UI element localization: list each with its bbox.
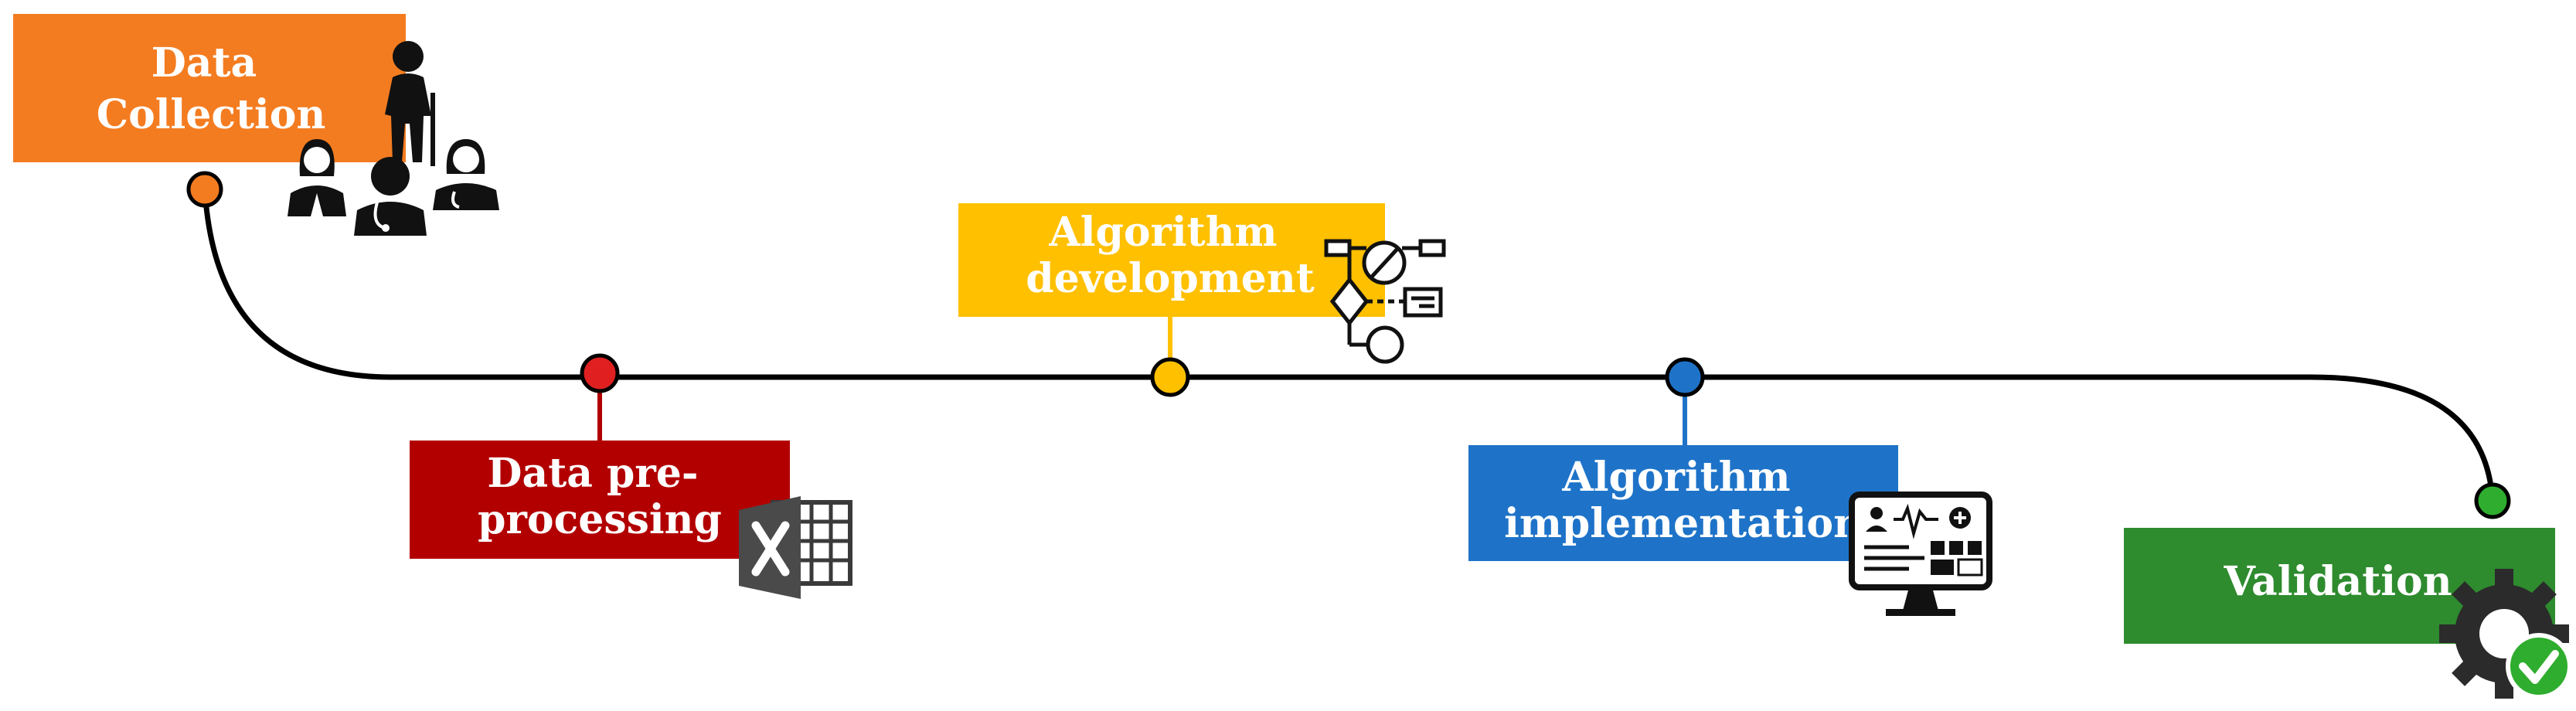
stage-box-data-collection xyxy=(13,14,406,162)
stage-data-preprocessing: Data pre- processing xyxy=(410,353,852,599)
timeline-node-data-collection xyxy=(186,171,223,208)
stage-title-line: Collection xyxy=(97,91,326,138)
stage-box-data-preprocessing xyxy=(410,441,790,559)
timeline-node-validation xyxy=(2474,482,2511,519)
patients-and-clinicians-icon xyxy=(288,41,499,236)
stage-validation: Validation xyxy=(2124,482,2572,699)
stage-algorithm-implementation: Algorithm implementation xyxy=(1468,357,1992,616)
svg-text:Algorithm implementation: Algorithm implementation xyxy=(1504,454,1863,547)
stage-box-algorithm-development xyxy=(958,203,1385,317)
stage-title-line: Algorithm xyxy=(1048,209,1277,256)
monitor-dashboard-icon xyxy=(1849,492,1992,616)
stage-title-line: Data xyxy=(151,39,257,87)
stage-title-line: Validation xyxy=(2223,558,2452,605)
stage-title-line: implementation xyxy=(1504,500,1863,547)
stage-title-line: processing xyxy=(478,496,722,543)
stage-data-collection: Data Collection xyxy=(13,14,499,236)
spreadsheet-x-icon xyxy=(739,496,852,599)
svg-text:Validation: Validation xyxy=(2223,558,2452,605)
svg-text:Data Collection: Data Collection xyxy=(97,39,326,138)
svg-text:Data pre- processing: Data pre- processing xyxy=(478,450,722,543)
stage-title-line: Algorithm xyxy=(1561,454,1790,501)
svg-text:Algorithm development: Algorithm development xyxy=(1026,209,1314,302)
gear-check-icon xyxy=(2439,569,2572,699)
timeline-node-algorithm-development xyxy=(1150,357,1190,397)
stage-title-line: Data pre- xyxy=(487,450,698,497)
timeline-node-algorithm-implementation xyxy=(1665,357,1705,397)
timeline-node-data-preprocessing xyxy=(580,353,620,393)
stage-algorithm-development: Algorithm development xyxy=(958,203,1446,397)
stage-box-algorithm-implementation xyxy=(1468,445,1898,561)
flowchart-icon xyxy=(1324,239,1446,364)
stage-title-line: development xyxy=(1026,255,1314,302)
timeline-path xyxy=(202,189,2496,502)
